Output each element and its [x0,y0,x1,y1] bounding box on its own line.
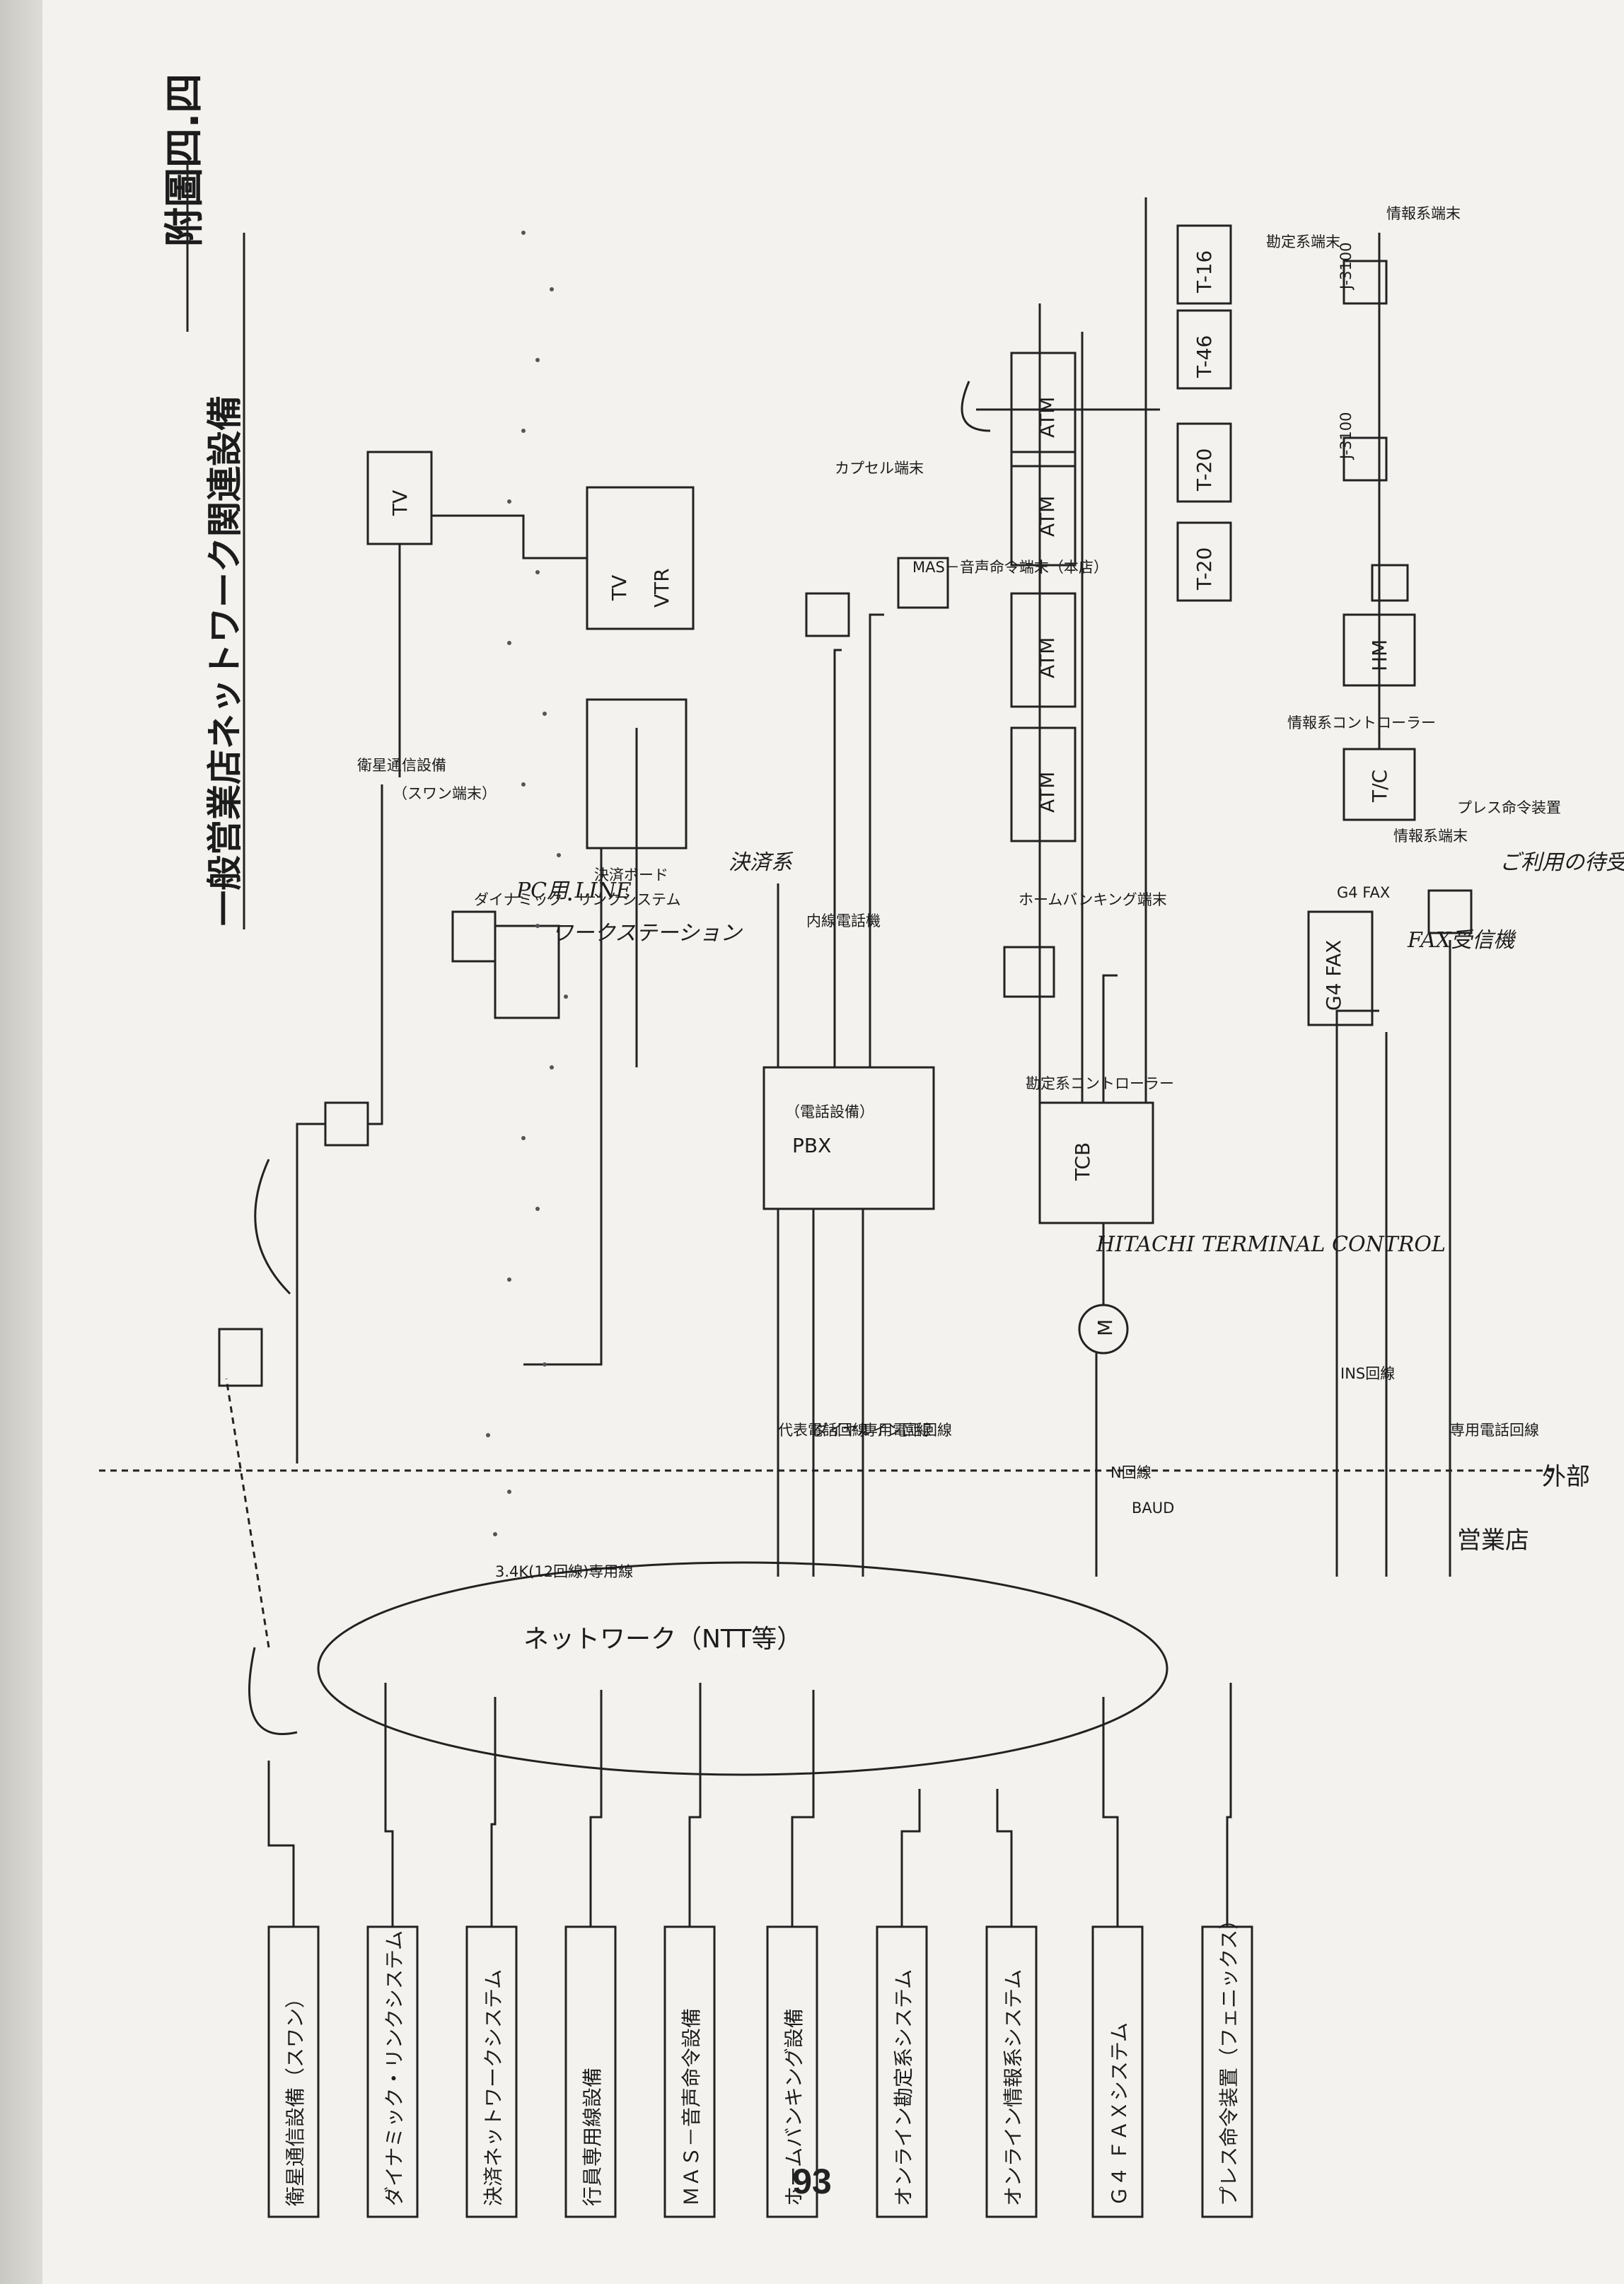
settlement-annotation: 決済系 [729,850,794,875]
dealing-terminal-label: ダイナミック・リンクシステム [474,891,681,908]
system-label-settlement: 決済ネットワークシステム [482,1969,505,2206]
t16-label: T-16 [1193,250,1216,294]
line-label-private-2: 専用電話回線 [1450,1422,1539,1439]
left-system-boxes: 衛星通信設備（スワン） ダイナミック・リンクシステム 決済ネットワークシステム … [267,1910,1253,2218]
t46-label: T-46 [1193,335,1216,378]
capsule-terminal [805,592,850,637]
t16-box [1176,224,1232,305]
press-note: ご利用の待受けのご案内 [1500,850,1624,875]
modem-label: M [1094,1319,1117,1336]
system-label-satellite: 衛星通信設備（スワン） [284,1988,307,2206]
tcb-label: TCB [1071,1142,1094,1181]
capsule-terminal-label: カプセル端末 [835,460,924,477]
satellite-transceiver [218,1328,263,1387]
g4fax-label: G4 FAX [1322,940,1345,1011]
accounting-section: TCB 勘定系コントローラー HITACHI TERMINAL CONTROL … [1003,197,1446,1577]
dealing-terminal [451,910,497,963]
information-section: INS回線 T/C 情報系コントローラー HM 情報系端末 J-3100 J-3… [1287,205,1468,1577]
page-paper [42,0,1624,2284]
j3100-box-2 [1342,260,1388,305]
dealing-section: ダイナミック・リンクシステム PC用 LINE ワークステーション 決済ボード … [451,231,794,1580]
network-cloud [317,1561,1168,1776]
tv-label: TV [388,490,412,516]
texture-dots [486,231,568,1536]
t20-label-1: T-20 [1193,547,1216,591]
t20-label-2: T-20 [1193,448,1216,492]
system-label-dealing: ダイナミック・リンクシステム [383,1930,406,2206]
leased-line-label: 3.4K(12回線)専用線 [495,1563,633,1580]
press-terminal-label: プレス命令装置 [1457,799,1561,816]
t20-box-2 [1176,422,1232,503]
hm-note: 情報系端末 [1393,828,1468,845]
satellite-sub-label: （スワン端末） [393,785,497,802]
pbx-sub-label: （電話設備） [785,1103,874,1120]
satellite-section: 衛星通信設備 （スワン端末） TV TV VTR [218,451,695,1735]
line-label-dialin: ダイヤルイン回線 [813,1422,932,1439]
system-label-online-accounting: オンライン勘定系システム [892,1969,915,2206]
pc-note: PC用 LINE [516,879,632,903]
binding-shadow [0,0,42,2284]
settlement-board-label: 決済ボード [594,866,668,883]
tv2-label: TV [608,575,631,601]
system-label-private-line: 行員専用線設備 [581,2068,604,2206]
fax-section: G4 FAX G4 FAX FAX受信機 プレス命令装置 ご利用の待受けのご案内… [1307,799,1624,1577]
tv-vtr-unit [586,486,695,630]
system-label-press: プレス命令装置（フェニックス） [1217,1910,1241,2206]
tcb-controller-label: 勘定系コントローラー [1026,1075,1174,1092]
pbx-section: PBX （電話設備） 代表電話回線 ダイヤルイン回線 専用電話回線 内線電話機 … [635,381,1160,1577]
internal-phone-label: 内線電話機 [806,912,881,929]
t46-box [1176,309,1232,390]
satellite-label: 衛星通信設備 [357,757,446,774]
atm-2 [1010,592,1077,708]
j3100-label-2: J-3100 [1338,243,1355,291]
g4fax-box [1307,910,1374,1026]
line-label-private: 専用電話回線 [863,1422,952,1439]
system-label-g4fax: Ｇ４ ＦＡＸシステム [1108,2022,1131,2206]
page-number: 93 [792,2162,832,2201]
tcb-box [1038,1101,1154,1224]
teller-terminal-label: 勘定系端末 [1266,233,1340,250]
network-cloud-label: ネットワーク（NTT等） [523,1625,802,1654]
footer-outside: 外部 [1542,1463,1590,1491]
info-terminal-label: 情報系端末 [1386,205,1461,222]
satellite-dish-2-icon [254,1159,291,1295]
system-label-mas: ＭＡＳ－音声命令設備 [680,2008,703,2206]
satellite-dish-icon [248,1647,298,1735]
satellite-modem [324,1101,369,1147]
home-banking-label: ホームバンキング端末 [1019,891,1167,908]
press-terminal [1427,889,1473,934]
mas-terminal-label: MAS－音声命令端末（本店） [912,559,1108,576]
system-label-online-info: オンライン情報系システム [1002,1969,1025,2206]
diagram-title: 一般営業店ネットワーク関連設備 [204,395,245,926]
pbx-label: PBX [792,1134,831,1157]
figure-label: 附圖四.四 [162,74,208,247]
footer-inside: 営業店 [1457,1526,1529,1555]
vtr-label: VTR [650,568,673,608]
mas-terminal [897,557,949,609]
tc-label: T/C [1368,770,1391,803]
wire-label-1: N回線 [1110,1464,1152,1481]
atm-4 [1010,352,1077,468]
wire-label-2: BAUD [1132,1500,1174,1517]
atm-1 [1010,726,1077,842]
j3100-label-1: J-3100 [1338,412,1355,460]
hm-terminal [1371,564,1409,602]
j3100-box-1 [1342,436,1388,482]
line-label-rep: 代表電話回線 [778,1422,867,1439]
hitachi-note: HITACHI TERMINAL CONTROL [1096,1232,1446,1257]
system-label-home-banking: ホームバンキング設備 [782,2008,806,2206]
t20-box-1 [1176,521,1232,602]
g4fax-label-2: G4 FAX [1337,884,1390,901]
pbx-box [762,1066,935,1210]
mas-antenna-icon [961,381,991,432]
home-banking-terminal [1003,946,1055,998]
pc-note-2: ワークステーション [552,921,743,946]
box-connectors [267,1683,1232,1927]
g4fax-note: FAX受信機 [1407,928,1516,953]
atm-3 [1010,451,1077,567]
tc-controller-label: 情報系コントローラー [1287,714,1436,731]
dealing-pc [494,924,560,1019]
